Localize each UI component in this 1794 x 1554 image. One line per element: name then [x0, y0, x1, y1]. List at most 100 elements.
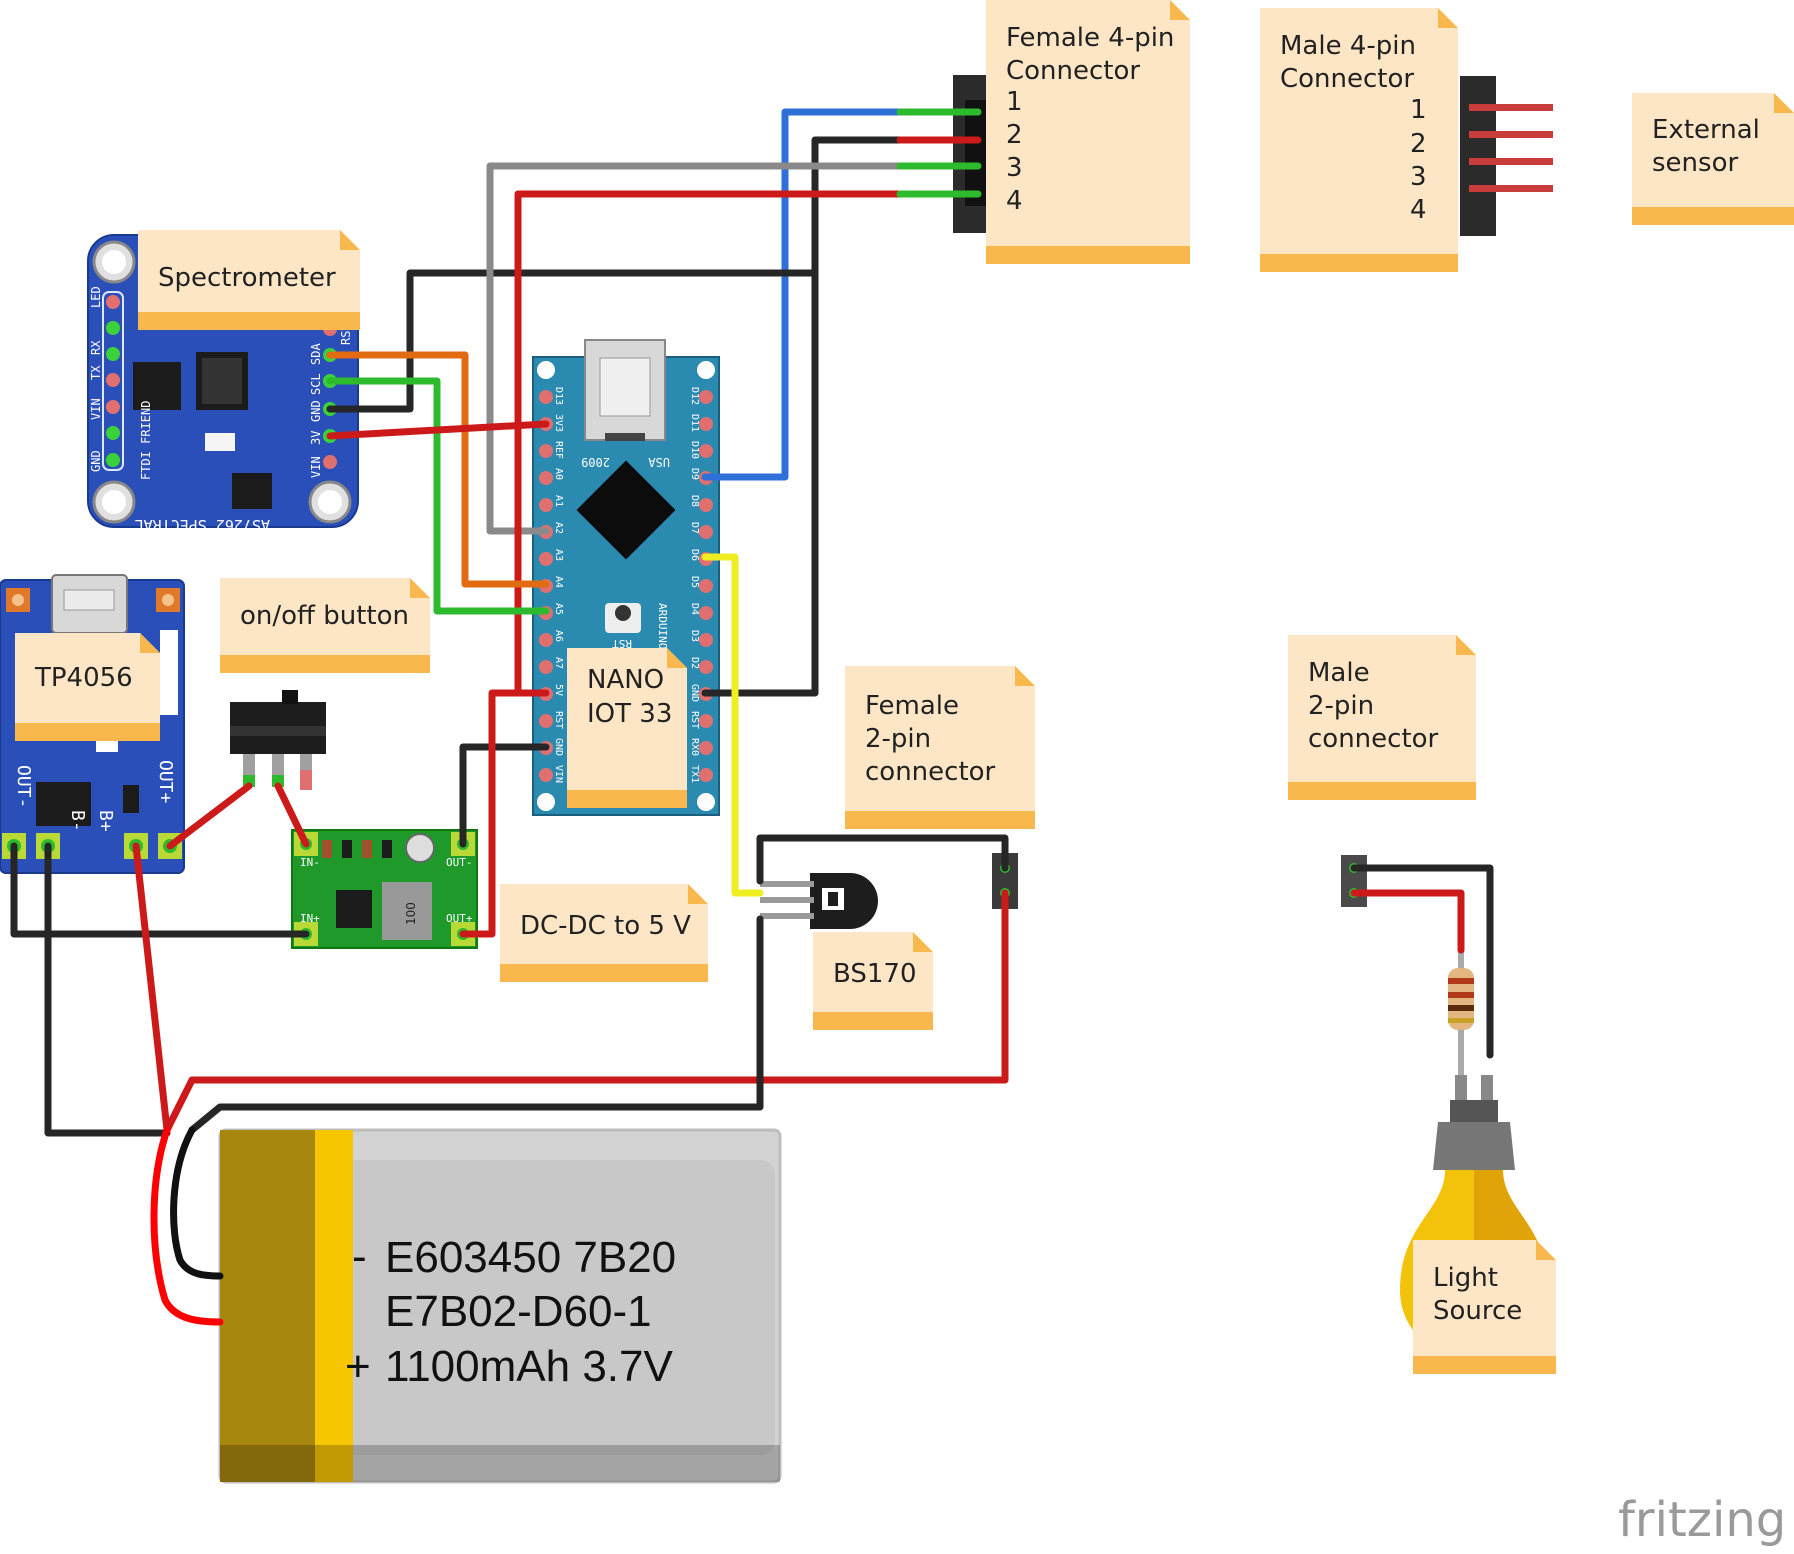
nano-pin-label: A2 [553, 522, 564, 534]
note-light-line: Light [1433, 1263, 1498, 1293]
nano-pin-label: REF [553, 441, 564, 459]
wire-black-fet-drain [756, 834, 1009, 885]
male4pin-number-3: 3 [1410, 162, 1427, 192]
nano-rst-label: RST [612, 637, 632, 650]
male-4pin-header [1460, 76, 1553, 236]
nano-pin-label: D8 [689, 495, 700, 507]
wire-yellow-d6-gate [701, 553, 764, 897]
spectro-pin-gnd: GND [89, 450, 103, 472]
nano-pin [539, 498, 553, 512]
male4pin-number-4: 4 [1410, 195, 1427, 225]
note-tp4056: TP4056 [15, 633, 160, 741]
nano-pin-label: A0 [553, 468, 564, 480]
nano-pin-label: A5 [553, 603, 564, 615]
wire-black-b-minus [44, 842, 171, 1137]
wire-black-gnd-pin2 [701, 136, 904, 697]
nano-pin-label: RX0 [689, 738, 700, 756]
nano-pin [699, 579, 713, 593]
nano-pin-label: D7 [689, 522, 700, 534]
note-male2pin-line: connector [1308, 724, 1439, 754]
note-spectrometer-line: Spectrometer [158, 263, 336, 293]
battery-label-line3: 1100mAh 3.7V [385, 1342, 673, 1391]
note-bs170-line: BS170 [833, 959, 917, 989]
nano-usa-label: USA [648, 455, 670, 469]
wire-green-scl-a5 [326, 377, 550, 615]
nano-pin [539, 633, 553, 647]
resistor [1448, 950, 1474, 1075]
wire-orange-sda-a4 [326, 351, 550, 588]
nano-pin-label: RST [553, 711, 564, 729]
spectro-pin-rx: RX [89, 340, 103, 355]
nano-pin [539, 444, 553, 458]
female4pin-number-2: 2 [1006, 120, 1023, 150]
nano-pin-label: D3 [689, 630, 700, 642]
spectro-pin-3v: 3V [309, 431, 323, 445]
nano-year-label: 2009 [581, 455, 610, 469]
note-onoff: on/off button [220, 578, 430, 673]
wire-red-switch-1 [166, 782, 253, 850]
bs170-transistor [760, 873, 878, 929]
dcdc-board: IN- IN+ OUT- OUT+ 100 [291, 829, 478, 949]
nano-pin-label: D5 [689, 576, 700, 588]
wire-red-switch-2 [274, 782, 310, 848]
nano-pin-label: D9 [689, 468, 700, 480]
nano-pin-label: D4 [689, 603, 700, 615]
tp-label-b-plus: B+ [95, 810, 116, 832]
battery-plus-sign: + [345, 1342, 371, 1391]
nano-pin [539, 552, 553, 566]
nano-pin [699, 741, 713, 755]
lipo-battery: - + E603450 7B20 E7B02-D60-1 1100mAh 3.7… [218, 1128, 782, 1484]
wire-red-dcdc-5v [459, 689, 522, 938]
nano-pin [699, 660, 713, 674]
nano-pin [699, 444, 713, 458]
spectro-pin-sda: SDA [309, 343, 323, 365]
female4pin-number-4: 4 [1006, 186, 1023, 216]
wires [10, 108, 1494, 1326]
note-male4pin-line: Connector [1280, 64, 1414, 94]
note-female2pin-line: 2-pin [865, 724, 931, 754]
wire-red-fet-supply [163, 889, 1009, 1134]
note-nano-line: IOT 33 [587, 699, 672, 729]
nano-pin-label: GND [689, 684, 700, 702]
nano-pin-label: 3V3 [553, 414, 564, 432]
dcdc-out-minus-label: OUT- [446, 856, 473, 869]
wire-blue-d9-pin1 [701, 108, 904, 481]
female4pin-number-3: 3 [1006, 153, 1023, 183]
female4pin-number-1: 1 [1006, 87, 1023, 117]
wire-black-spectro-gnd [326, 269, 819, 413]
note-bs170: BS170 [813, 932, 933, 1030]
note-female4pin-line: Connector [1006, 56, 1140, 86]
nano-pin-label: A7 [553, 657, 564, 669]
dcdc-in-plus-label: IN+ [300, 912, 320, 925]
nano-pin [699, 390, 713, 404]
nano-pin [699, 768, 713, 782]
female-4pin-header [953, 75, 989, 233]
nano-pin [539, 660, 553, 674]
nano-pin-label: D2 [689, 657, 700, 669]
note-onoff-line: on/off button [240, 601, 409, 631]
spectro-board-title: AS7262 SPECTRAL [135, 516, 270, 534]
nano-pin [699, 714, 713, 728]
tp-label-out-plus: OUT+ [155, 760, 176, 804]
wire-red-spectro-3v3 [326, 420, 550, 440]
dcdc-out-plus-label: OUT+ [446, 912, 473, 925]
spectro-pin-scl: SCL [309, 373, 323, 395]
male4pin-number-2: 2 [1410, 129, 1427, 159]
nano-pin [699, 525, 713, 539]
nano-pin-label: D12 [689, 387, 700, 405]
battery-label-line1: E603450 7B20 [385, 1233, 676, 1282]
wire-black-dcdc-gnd [459, 743, 550, 848]
wire-red-3v3-pin4 [514, 190, 904, 697]
female-4pin-numbers: 1 2 3 4 [1006, 87, 1023, 216]
nano-pin-label: A3 [553, 549, 564, 561]
nano-arduino-label: ARDUINO [656, 603, 669, 649]
note-female4pin-line: Female 4-pin [1006, 23, 1174, 53]
spectro-ftdi-label: FTDI FRIEND [139, 401, 153, 480]
